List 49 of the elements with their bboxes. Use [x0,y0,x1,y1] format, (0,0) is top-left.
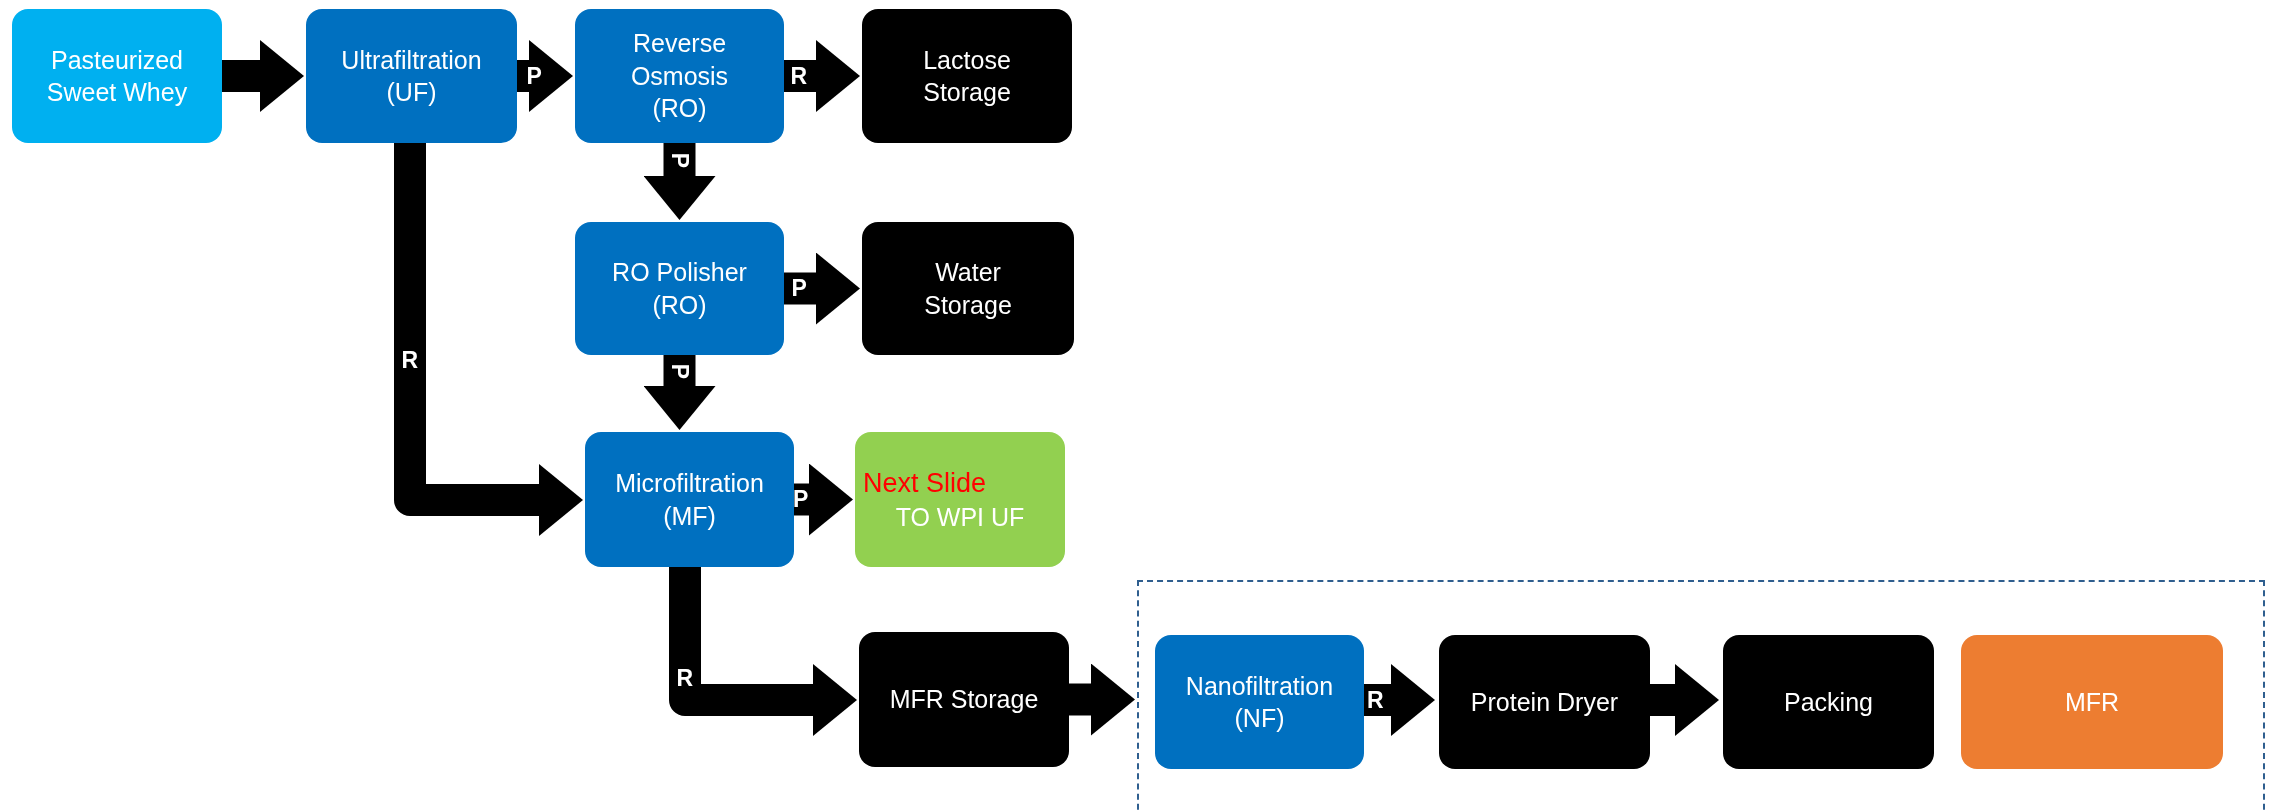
process-box [575,222,784,355]
box-label: RO Polisher (RO) [611,257,748,321]
process-box [1439,635,1650,769]
dashed-group-frame [1137,580,2265,811]
edge-label: R [1367,688,1384,712]
block-arrow [517,40,573,112]
box-label: Packing [1784,686,1873,718]
block-arrow [784,40,860,112]
box-label: Next Slide [863,466,987,500]
edge-label: P [668,363,692,380]
block-arrow [643,143,716,220]
edge-label: R [790,64,808,88]
edge-label: R [676,666,694,690]
block-arrow [222,40,304,112]
block-arrow [669,567,857,736]
block-arrow [794,463,853,536]
box-label: Lactose Storage [922,44,1012,108]
process-box [1961,635,2223,769]
block-arrow [1648,664,1719,736]
process-box [862,222,1074,355]
box-label: Protein Dryer [1470,686,1619,718]
edge-label: P [526,64,542,88]
box-label: Ultrafiltration (UF) [340,44,483,108]
block-arrow [394,143,583,536]
block-arrow [1069,663,1135,736]
box-label: MFR [2064,686,2120,718]
edge-label: R [401,348,419,372]
box-label: Reverse Osmosis (RO) [629,28,730,125]
process-box [855,432,1065,567]
process-box [1155,635,1364,769]
process-box [1723,635,1934,769]
box-label: Microfiltration (MF) [614,468,765,532]
block-arrow [643,355,716,430]
edge-label: P [791,277,807,300]
process-box [12,9,222,143]
block-arrow [1362,664,1435,736]
process-box [575,9,784,143]
edge-label: P [668,152,692,169]
box-label: Pasteurized Sweet Whey [45,44,189,108]
edge-label: P [793,488,809,511]
box-label: TO WPI UF [895,501,1025,533]
box-label: MFR Storage [889,684,1039,716]
process-box [859,632,1069,767]
process-box [306,9,517,143]
box-label: Nanofiltration (NF) [1184,670,1335,734]
process-box [585,432,794,567]
box-label: Water Storage [923,257,1013,321]
process-box [862,9,1072,143]
block-arrow [784,252,860,325]
